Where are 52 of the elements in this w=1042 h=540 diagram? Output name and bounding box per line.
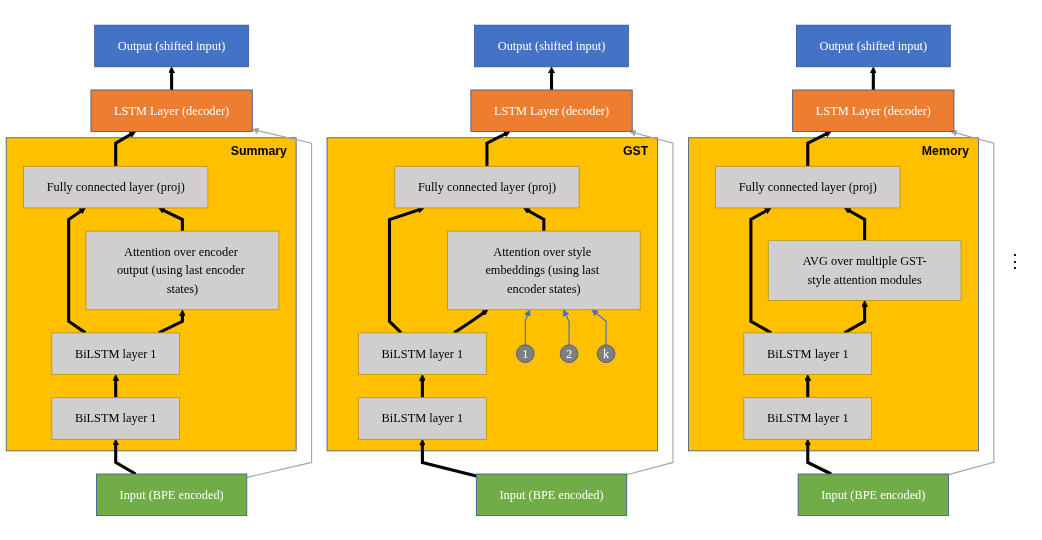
arrow: [112, 373, 120, 398]
node-box: Fully connected layer (proj): [394, 165, 580, 208]
node-box: BiLSTM layer 1: [743, 332, 873, 375]
arrow: [548, 66, 555, 90]
arrow: [804, 438, 832, 475]
arrow: [806, 130, 832, 166]
node-circle: 1: [516, 344, 535, 363]
node-circle: 2: [559, 344, 579, 363]
node-box: Output (shifted input): [474, 24, 629, 67]
node-box: Attention over style embeddings (using last encoder states): [447, 230, 641, 310]
arrow: [869, 66, 877, 90]
node-circle: k: [596, 344, 616, 363]
node-box: Fully connected layer (proj): [23, 165, 209, 208]
arrow: [168, 66, 175, 90]
arrow: [591, 309, 607, 345]
node-box: Input (BPE encoded): [475, 473, 628, 516]
arrow: [563, 309, 570, 345]
arrow: [804, 373, 812, 398]
node-box: Output (shifted input): [796, 24, 951, 67]
arrow: [843, 299, 869, 334]
arrow: [114, 130, 136, 166]
arrow: [419, 373, 426, 398]
node-box: BiLSTM layer 1: [358, 396, 487, 440]
node-box: Output (shifted input): [94, 24, 249, 67]
arrow: [453, 309, 489, 334]
arrow: [749, 207, 772, 334]
arrow: [523, 207, 546, 231]
ellipsis-label: ⋮: [1006, 250, 1025, 272]
node-box: Input (BPE encoded): [797, 473, 949, 516]
arrow: [844, 207, 867, 240]
arrow: [112, 438, 137, 475]
node-box: AVG over multiple GST-style attention modules: [767, 239, 962, 301]
arrow: [419, 438, 477, 478]
arrow: [626, 129, 674, 475]
node-box: Attention over encoder output (using last encoder states): [85, 230, 280, 310]
node-box: LSTM Layer (decoder): [470, 89, 633, 132]
arrow: [67, 207, 87, 334]
arrow: [157, 309, 186, 334]
node-box: BiLSTM layer 1: [51, 396, 180, 440]
arrow: [387, 206, 425, 334]
arrow: [524, 309, 531, 345]
node-box: BiLSTM layer 1: [358, 332, 487, 375]
node-box: BiLSTM layer 1: [743, 396, 873, 440]
node-box: BiLSTM layer 1: [51, 332, 180, 375]
arrow: [947, 129, 995, 475]
node-box: LSTM Layer (decoder): [792, 89, 955, 132]
arrow: [485, 130, 511, 166]
node-box: Input (BPE encoded): [96, 473, 248, 516]
arrow: [158, 207, 184, 231]
node-box: LSTM Layer (decoder): [90, 89, 253, 132]
node-box: Fully connected layer (proj): [715, 165, 901, 208]
arrow: [246, 127, 313, 478]
